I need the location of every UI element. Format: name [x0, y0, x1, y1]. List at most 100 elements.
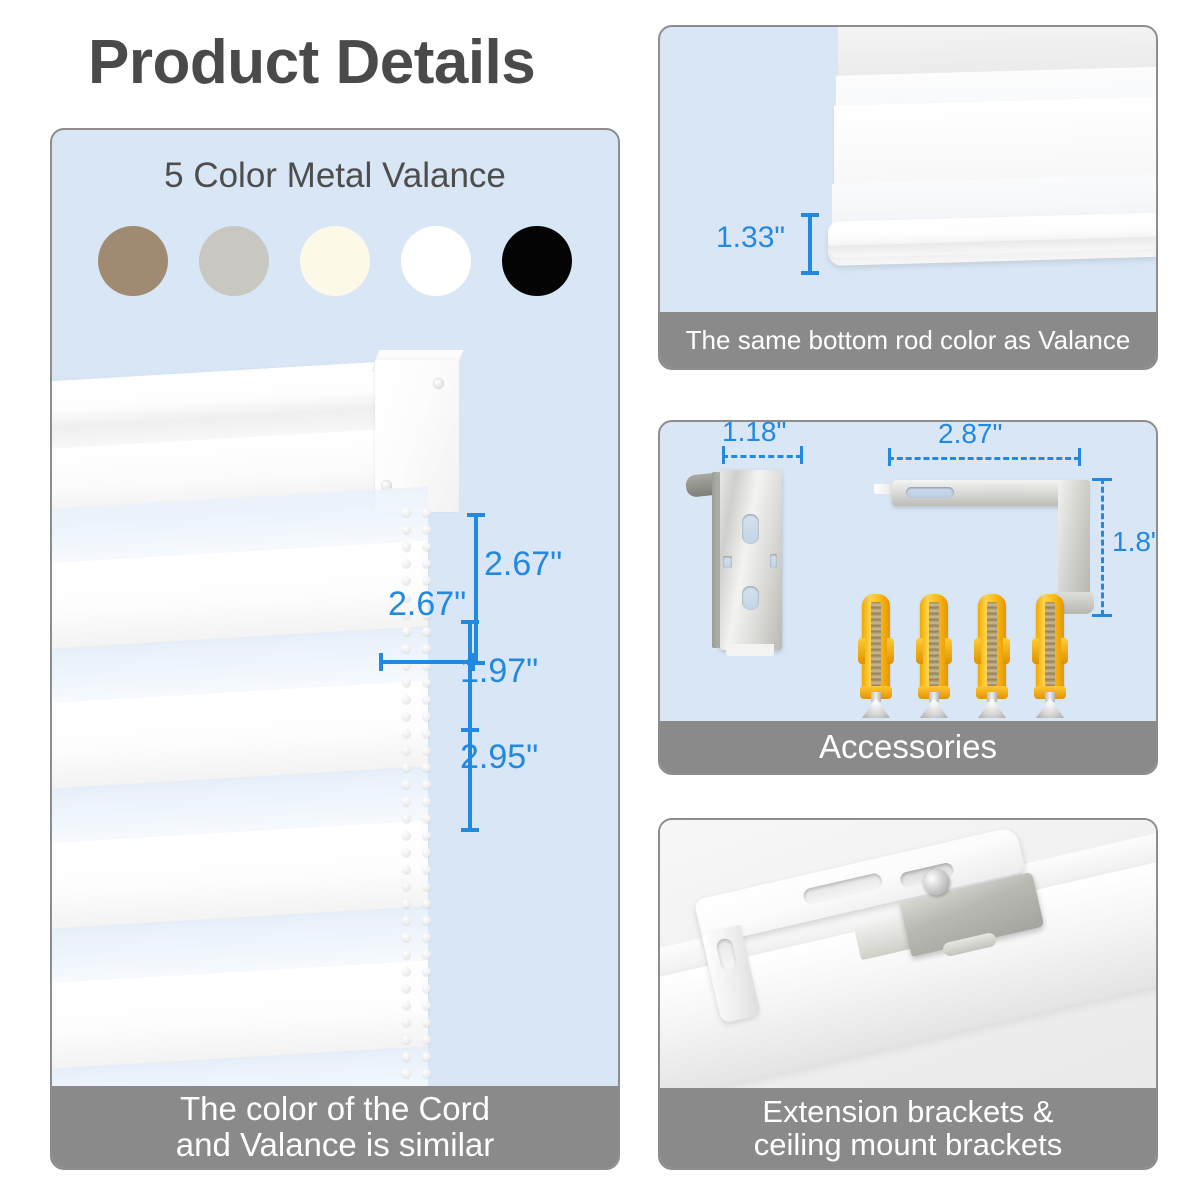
- cord-bead: [422, 746, 431, 755]
- cord-bead: [422, 1069, 431, 1078]
- wall-anchor: [858, 594, 894, 721]
- cord-bead: [402, 967, 411, 976]
- dimension-line-headrail-depth: [379, 653, 475, 671]
- anchor-wing-left: [916, 638, 923, 664]
- cord-bead: [422, 695, 431, 704]
- cord-bead: [402, 678, 411, 687]
- anchor-screw: [1045, 602, 1055, 686]
- accessories-illustration: 1.18" 2.87" 1.8": [660, 422, 1156, 721]
- lbracket-arm-slot: [906, 487, 954, 498]
- anchor-screw: [871, 602, 881, 686]
- dimension-headrail-height: 2.67": [484, 545, 563, 583]
- cord-bead: [422, 610, 431, 619]
- cord-bead: [402, 1052, 411, 1061]
- cord-bead: [422, 593, 431, 602]
- cord-bead: [402, 1001, 411, 1010]
- endcap-screw-top: [433, 378, 444, 389]
- cord-bead: [402, 593, 411, 602]
- valance-heading: 5 Color Metal Valance: [164, 156, 506, 195]
- anchor-wing-left: [1032, 638, 1039, 664]
- cord-bead: [422, 661, 431, 670]
- left-panel-caption: The color of the Cord and Valance is sim…: [52, 1086, 618, 1168]
- zebra-fabric: [52, 486, 428, 1108]
- cord-bead: [422, 525, 431, 534]
- cord-bead: [422, 984, 431, 993]
- lbracket-leg: [1058, 480, 1090, 612]
- swatch-cream[interactable]: [300, 226, 370, 296]
- cord-bead: [402, 695, 411, 704]
- cord-bead: [402, 797, 411, 806]
- anchor-wing-right: [887, 638, 894, 664]
- cord-bead: [402, 1018, 411, 1027]
- cord-bead: [402, 763, 411, 772]
- cord-bead: [402, 559, 411, 568]
- anchor-wing-left: [974, 638, 981, 664]
- page-title: Product Details: [88, 28, 536, 97]
- cord-bead: [422, 1035, 431, 1044]
- cord-bead: [402, 525, 411, 534]
- wall-anchor: [1032, 594, 1068, 721]
- lbracket-arm-notch: [984, 484, 1024, 500]
- panel-accessories: 1.18" 2.87" 1.8" Accessories: [658, 420, 1158, 775]
- dimension-rod-height: 1.33": [716, 221, 786, 254]
- dimension-solid-band: 2.95": [460, 738, 539, 776]
- left-caption-line2: and Valance is similar: [175, 1126, 495, 1163]
- cord-bead: [422, 848, 431, 857]
- swatch-black[interactable]: [502, 226, 572, 296]
- swatch-taupe[interactable]: [98, 226, 168, 296]
- swatch-light-gray[interactable]: [199, 226, 269, 296]
- cord-bead: [402, 831, 411, 840]
- dimension-line-lbracket-length: [888, 457, 1080, 460]
- panel-valance-colors: 5 Color Metal Valance: [50, 128, 620, 1170]
- cord-bead: [422, 814, 431, 823]
- cord-bead: [402, 1069, 411, 1078]
- rod-panel-caption: The same bottom rod color as Valance: [660, 312, 1156, 368]
- anchor-screw-head: [920, 698, 948, 718]
- cord-bead: [422, 882, 431, 891]
- anchor-wing-right: [1003, 638, 1010, 664]
- beaded-cord-chain: [422, 508, 435, 1108]
- cord-bead: [402, 712, 411, 721]
- cord-bead: [402, 780, 411, 789]
- cord-bead: [422, 950, 431, 959]
- anchor-wing-left: [858, 638, 865, 664]
- cord-bead: [422, 1052, 431, 1061]
- cord-bead: [402, 899, 411, 908]
- bracket-notch-right: [770, 554, 777, 568]
- cord-bead: [422, 916, 431, 925]
- wall-anchor: [974, 594, 1010, 721]
- bracket-slot-lower: [742, 586, 759, 610]
- cord-bead: [422, 831, 431, 840]
- dimension-headrail-depth: 2.67": [388, 585, 467, 623]
- bracket-notch-left: [723, 556, 732, 568]
- cord-bead: [422, 865, 431, 874]
- cord-bead: [402, 916, 411, 925]
- cord-bead: [422, 1001, 431, 1010]
- cord-bead: [402, 576, 411, 585]
- cord-bead: [402, 542, 411, 551]
- swatch-white[interactable]: [401, 226, 471, 296]
- dimension-lbracket-height: 1.8": [1112, 526, 1156, 557]
- dimension-line-headrail-height: [467, 513, 485, 665]
- dimension-line-bracket-width: [722, 455, 802, 458]
- color-swatch-row: [52, 226, 618, 296]
- dimension-tick-mid: [461, 728, 479, 732]
- endcap-screw-bottom: [381, 480, 392, 491]
- cord-bead: [402, 1035, 411, 1044]
- anchor-screw-neck: [871, 692, 881, 702]
- anchor-screw-head: [1036, 698, 1064, 718]
- cord-bead: [402, 814, 411, 823]
- bracket-slot-upper: [742, 514, 759, 544]
- cord-bead: [422, 899, 431, 908]
- ext-caption-line2: ceiling mount brackets: [753, 1127, 1063, 1162]
- dimension-line-rod-height: [801, 213, 819, 275]
- cord-bead: [402, 984, 411, 993]
- dimension-lbracket-length: 2.87": [938, 422, 1003, 449]
- anchor-wing-right: [1061, 638, 1068, 664]
- bottom-rod-illustration: 1.33": [660, 27, 1156, 312]
- cord-bead: [402, 508, 411, 517]
- cord-bead: [422, 559, 431, 568]
- cord-bead: [402, 610, 411, 619]
- mounting-bracket: [720, 470, 782, 650]
